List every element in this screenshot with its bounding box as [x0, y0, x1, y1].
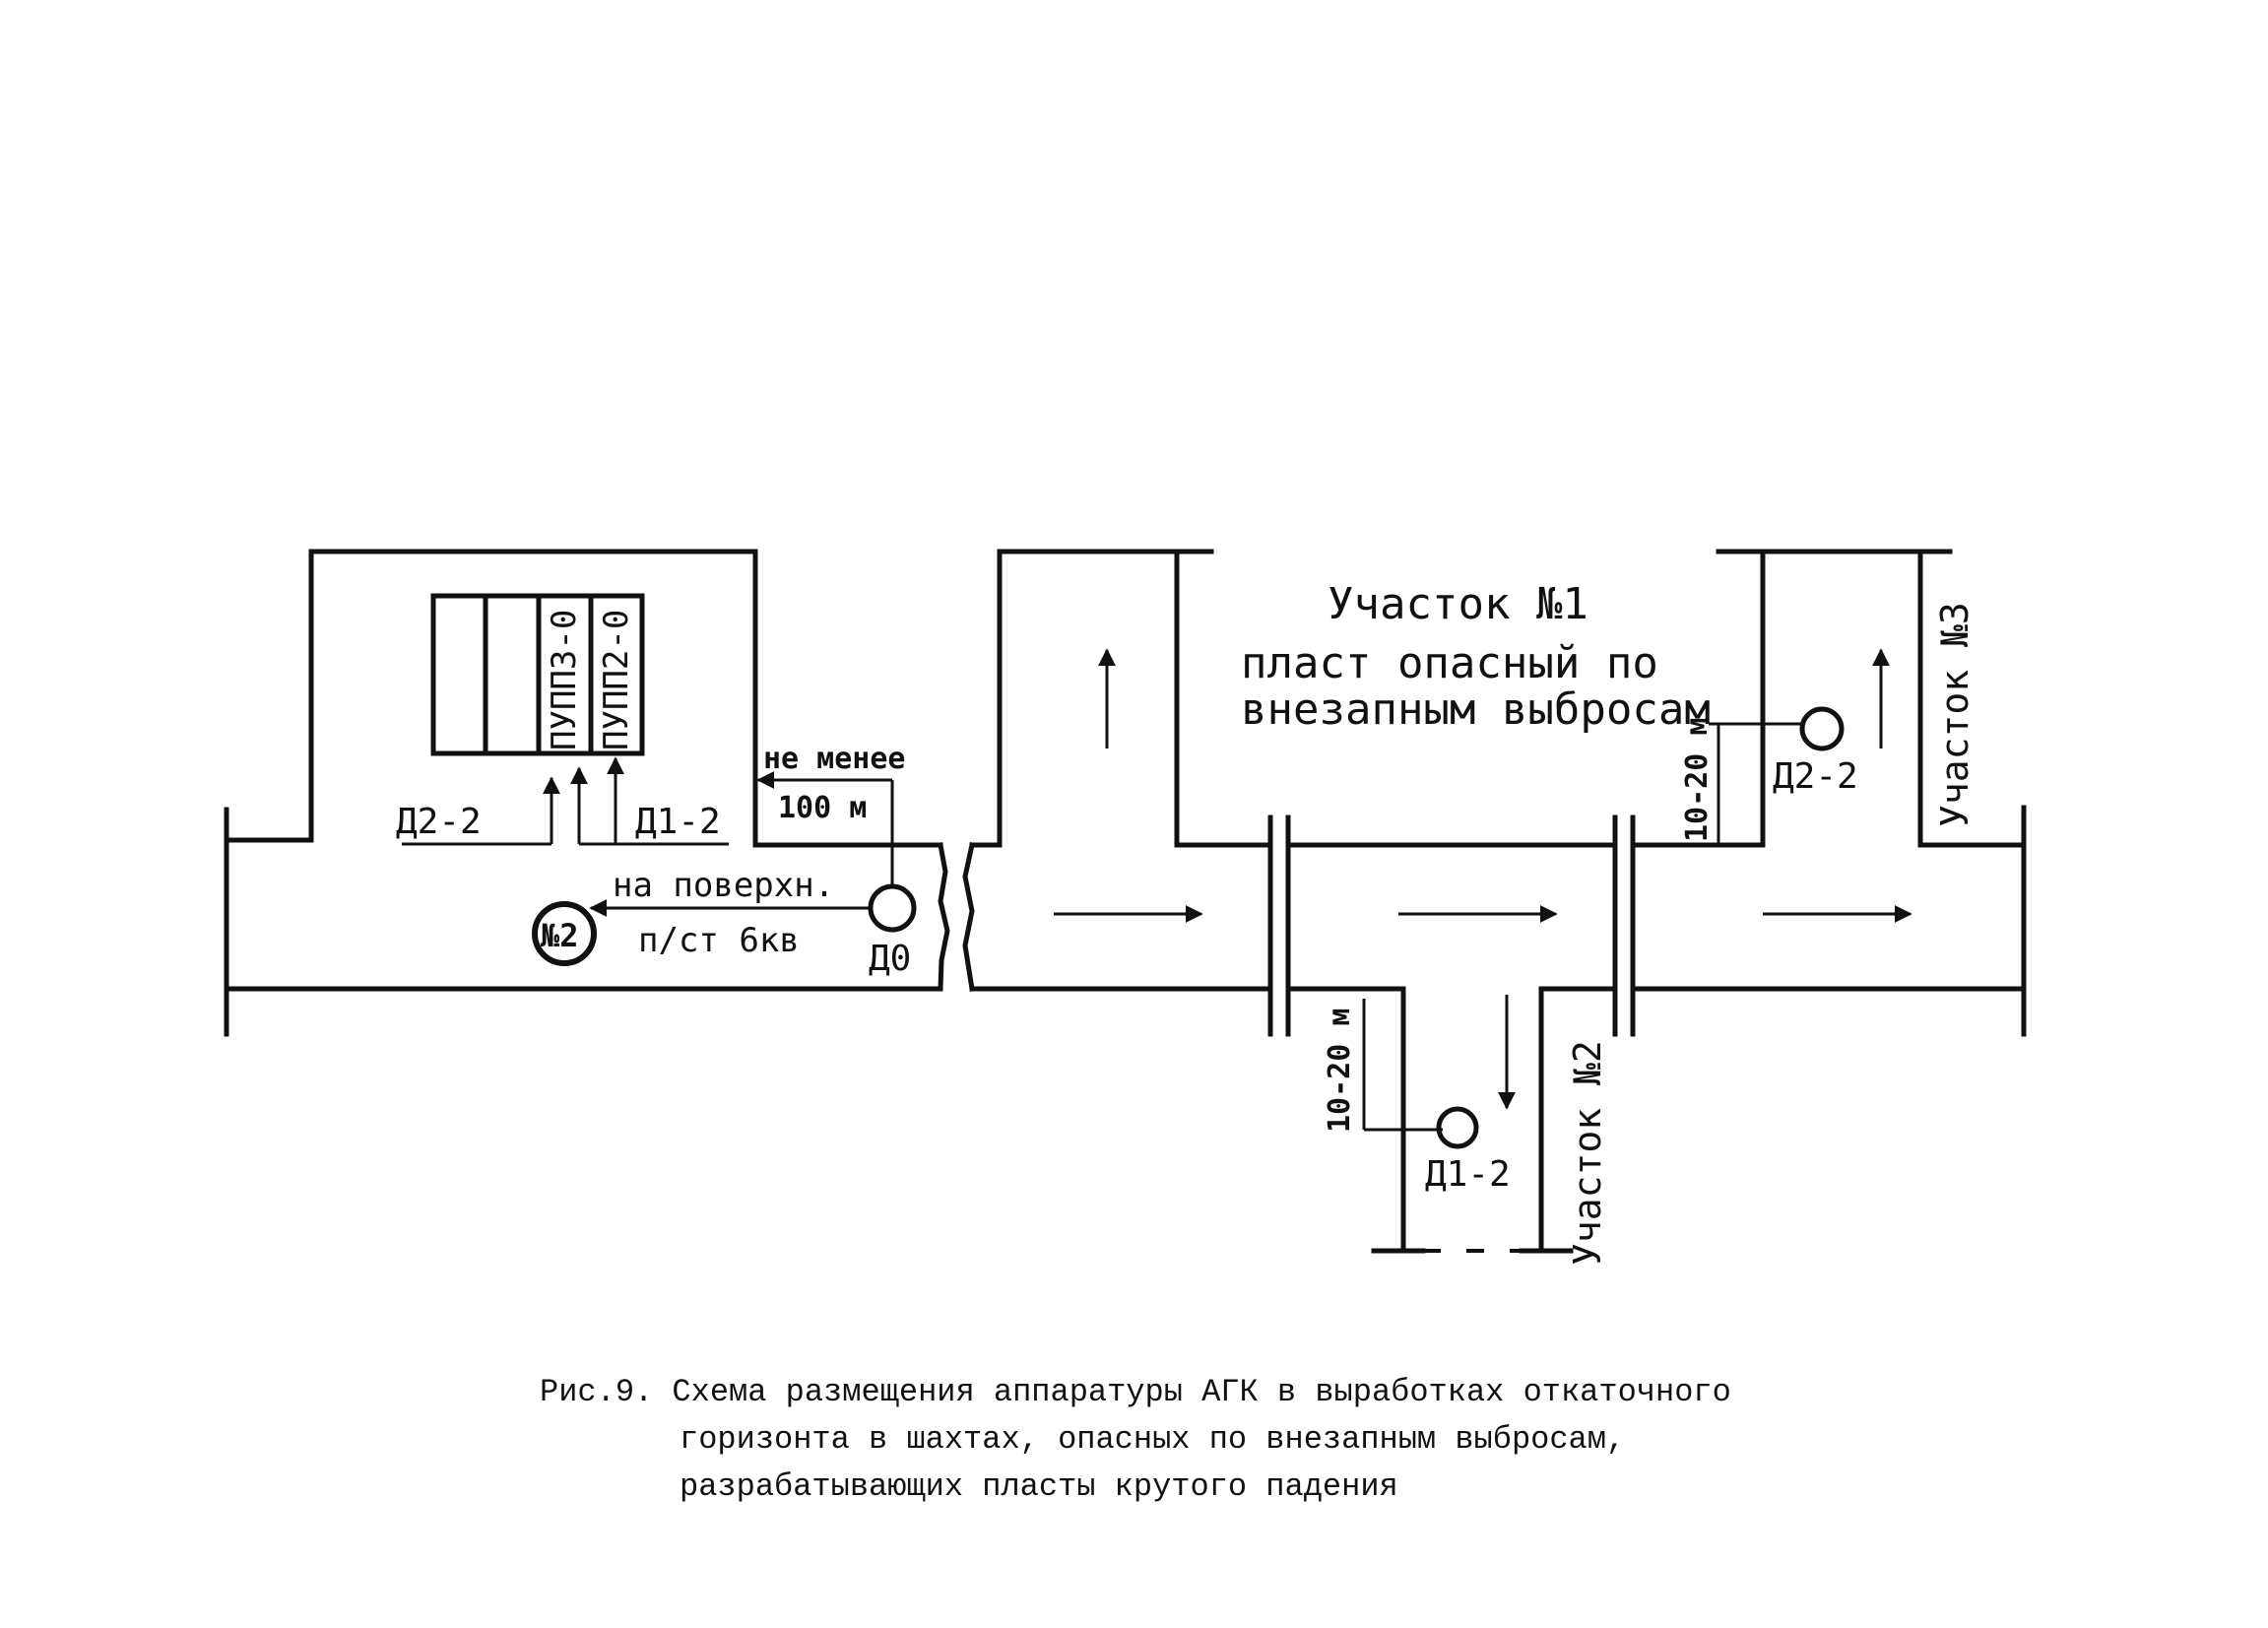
right-sensor-d2-2: 10-20 м Д2-2	[1680, 706, 1858, 843]
dist-10-20-bottom-label: 10-20 м	[1323, 1009, 1357, 1133]
caption-line-3: разрабатывающих пласты крутого падения	[680, 1468, 1398, 1505]
central-drift	[1285, 842, 1618, 1254]
section1-title: Участок №1	[1328, 579, 1588, 629]
min-distance-annotation: не менее 100 м	[756, 742, 906, 886]
sensor-d0: Д0	[868, 883, 917, 979]
d1-2-left-label: Д1-2	[635, 802, 721, 842]
section2-label: Участок №2	[1566, 1040, 1609, 1266]
caption-line-2: горизонта в шахтах, опасных по внезапным…	[680, 1421, 1626, 1458]
dist-10-20-right-label: 10-20 м	[1680, 718, 1715, 842]
d2-2-left-label: Д2-2	[396, 802, 482, 842]
station-number: №2	[541, 917, 579, 954]
drift-separators	[1267, 814, 1636, 1037]
left-drift	[224, 549, 950, 1037]
section1-line3: внезапным выбросам	[1241, 684, 1711, 735]
section1-text: Участок №1 пласт опасный по внезапным вы…	[1241, 579, 1711, 735]
substation-label: п/ст 6кв	[638, 921, 800, 960]
middle-drift	[962, 549, 1273, 992]
d1-2-bottom-label: Д1-2	[1425, 1154, 1511, 1195]
distance-100-label: 100 м	[778, 791, 867, 825]
power-line: на поверхн. п/ст 6кв	[589, 866, 871, 960]
not-less-label: не менее	[763, 742, 906, 776]
section1-line2: пласт опасный по	[1241, 638, 1658, 688]
pupp2-label: ПУПП2-0	[597, 610, 636, 750]
equipment-cabinet: ПУПП3-0 ПУПП2-0	[430, 593, 645, 756]
right-drift: Участок №3	[1630, 549, 2027, 1037]
station-no2-badge: №2	[532, 901, 597, 966]
d2-2-right-label: Д2-2	[1773, 756, 1858, 797]
section3-label: Участок №3	[1933, 602, 1976, 827]
pupp3-label: ПУПП3-0	[545, 610, 584, 750]
caption-line-1: Рис.9. Схема размещения аппаратуры АГК в…	[540, 1374, 1731, 1410]
d0-label: Д0	[869, 939, 911, 979]
cable-lines: Д2-2 Д1-2	[396, 756, 729, 846]
branch-sensor-d1-2: 10-20 м Д1-2 Участок №2	[1323, 999, 1609, 1266]
figure-caption: Рис.9. Схема размещения аппаратуры АГК в…	[540, 1369, 1731, 1511]
to-surface-label: на поверхн.	[613, 866, 834, 905]
